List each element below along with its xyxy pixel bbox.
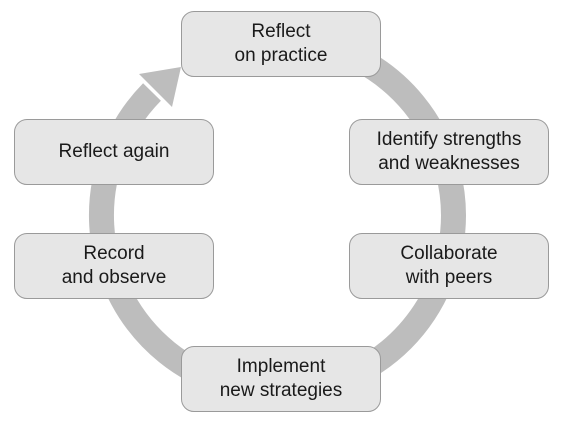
stage-label-line: on practice [234,45,328,66]
stage-label-line: Collaborate [400,243,498,264]
stage-label-line: Reflect again [58,141,170,162]
stage-label-line: Identify strengths [376,129,522,150]
stage-label-line: Record [83,243,145,264]
stage-identify-strengths-and-weaknesses: Identify strengths and weaknesses [349,119,549,185]
stage-label-line: and weaknesses [378,153,520,174]
stage-label-line: new strategies [219,380,343,401]
stage-label-line: Implement [236,356,326,377]
stage-reflect-on-practice: Reflect on practice [181,11,381,77]
stage-label-line: with peers [405,267,493,288]
stage-collaborate-with-peers: Collaborate with peers [349,233,549,299]
stage-label-line: and observe [61,267,167,288]
cycle-arc [89,48,466,404]
stage-implement-new-strategies: Implement new strategies [181,346,381,412]
stage-label-line: Reflect [251,21,311,42]
stage-reflect-again: Reflect again [14,119,214,185]
cycle-arrowhead [139,67,181,107]
stage-record-and-observe: Record and observe [14,233,214,299]
